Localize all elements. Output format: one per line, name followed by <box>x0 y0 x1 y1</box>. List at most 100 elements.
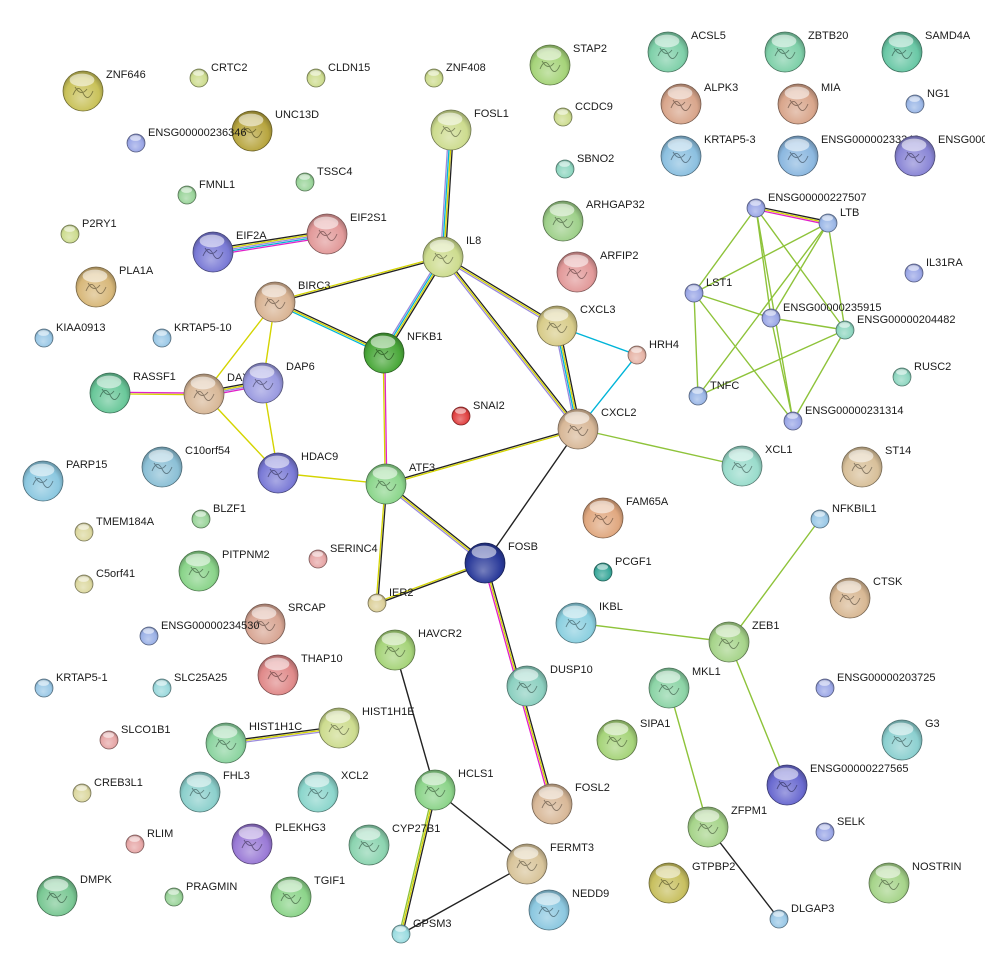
node-birc3[interactable]: BIRC3 <box>254 280 330 323</box>
node-slc25a25[interactable]: SLC25A25 <box>152 672 227 698</box>
node-sbno2[interactable]: SBNO2 <box>555 153 614 179</box>
node-ensg0000[interactable]: ENSG0000 <box>894 134 985 177</box>
node-gpsm3[interactable]: GPSM3 <box>391 918 452 944</box>
node-arfip2[interactable]: ARFIP2 <box>556 250 639 293</box>
node-tmem184a[interactable]: TMEM184A <box>74 516 155 542</box>
node-xcl2[interactable]: XCL2 <box>297 770 369 813</box>
node-kiaa0913[interactable]: KIAA0913 <box>34 322 106 348</box>
node-atf3[interactable]: ATF3 <box>365 462 435 505</box>
node-ng1[interactable]: NG1 <box>905 88 950 114</box>
node-cldn15[interactable]: CLDN15 <box>306 62 370 88</box>
node-il8[interactable]: IL8 <box>422 235 481 278</box>
node-tssc4[interactable]: TSSC4 <box>295 166 352 192</box>
node-ensg00000227565[interactable]: ENSG00000227565 <box>766 763 908 806</box>
node-sipa1[interactable]: SIPA1 <box>596 718 670 761</box>
node-nfkb1[interactable]: NFKB1 <box>363 331 442 374</box>
node-mia[interactable]: MIA <box>777 82 841 125</box>
node-nfkbil1[interactable]: NFKBIL1 <box>810 503 877 529</box>
node-c5orf41[interactable]: C5orf41 <box>74 568 135 594</box>
node-pla1a[interactable]: PLA1A <box>75 265 154 308</box>
node-znf646[interactable]: ZNF646 <box>62 69 146 112</box>
node-krtap5-1[interactable]: KRTAP5-1 <box>34 672 108 698</box>
node-cxcl2[interactable]: CXCL2 <box>557 407 636 450</box>
node-ensg00000231314[interactable]: ENSG00000231314 <box>783 405 903 431</box>
node-selk[interactable]: SELK <box>815 816 866 842</box>
node-pragmin[interactable]: PRAGMIN <box>164 881 237 907</box>
node-eif2a[interactable]: EIF2A <box>192 230 267 273</box>
node-snai2[interactable]: SNAI2 <box>451 400 505 426</box>
node-ensg00000203725[interactable]: ENSG00000203725 <box>815 672 935 698</box>
node-ensg00000234530[interactable]: ENSG00000234530 <box>139 620 259 646</box>
node-tgif1[interactable]: TGIF1 <box>270 875 345 918</box>
node-creb3l1[interactable]: CREB3L1 <box>72 777 143 803</box>
node-lst1[interactable]: LST1 <box>684 277 732 303</box>
node-hdac9[interactable]: HDAC9 <box>257 451 338 494</box>
node-plekhg3[interactable]: PLEKHG3 <box>231 822 326 865</box>
node-blzf1[interactable]: BLZF1 <box>191 503 246 529</box>
node-unc13d[interactable]: UNC13D <box>231 109 319 152</box>
node-srcap[interactable]: SRCAP <box>244 602 326 645</box>
node-zeb1[interactable]: ZEB1 <box>708 620 780 663</box>
node-hist1h1e[interactable]: HIST1H1E <box>318 706 415 749</box>
node-g3[interactable]: G3 <box>881 718 940 761</box>
node-il31ra[interactable]: IL31RA <box>904 257 963 283</box>
node-alpk3[interactable]: ALPK3 <box>660 82 738 125</box>
node-xcl1[interactable]: XCL1 <box>721 444 793 487</box>
node-ctsk[interactable]: CTSK <box>829 576 903 619</box>
node-dmpk[interactable]: DMPK <box>36 874 112 917</box>
node-serinc4[interactable]: SERINC4 <box>308 543 378 569</box>
node-ensg00000204482[interactable]: ENSG00000204482 <box>835 314 955 340</box>
node-krtap5-3[interactable]: KRTAP5-3 <box>660 134 756 177</box>
node-ltb[interactable]: LTB <box>818 207 859 233</box>
node-thap10[interactable]: THAP10 <box>257 653 343 696</box>
node-ensg00000233348[interactable]: ENSG00000233348 <box>777 134 919 177</box>
node-cyp27b1[interactable]: CYP27B1 <box>348 823 440 866</box>
node-pitpnm2[interactable]: PITPNM2 <box>178 549 270 592</box>
node-eif2s1[interactable]: EIF2S1 <box>306 212 387 255</box>
node-rassf1[interactable]: RASSF1 <box>89 371 176 414</box>
node-hist1h1c[interactable]: HIST1H1C <box>205 721 302 764</box>
node-pcgf1[interactable]: PCGF1 <box>593 556 652 582</box>
node-dusp10[interactable]: DUSP10 <box>506 664 593 707</box>
node-ier2[interactable]: IER2 <box>367 587 413 613</box>
node-zbtb20[interactable]: ZBTB20 <box>764 30 848 73</box>
node-p2ry1[interactable]: P2RY1 <box>60 218 117 244</box>
node-ensg00000227507[interactable]: ENSG00000227507 <box>746 192 866 218</box>
node-samd4a[interactable]: SAMD4A <box>881 30 971 73</box>
node-parp15[interactable]: PARP15 <box>22 459 107 502</box>
node-tnfc[interactable]: TNFC <box>688 380 739 406</box>
node-znf408[interactable]: ZNF408 <box>424 62 486 88</box>
node-fosb[interactable]: FOSB <box>464 541 538 584</box>
node-zfpm1[interactable]: ZFPM1 <box>687 805 767 848</box>
node-cxcl3[interactable]: CXCL3 <box>536 304 615 347</box>
node-ccdc9[interactable]: CCDC9 <box>553 101 613 127</box>
node-fhl3[interactable]: FHL3 <box>179 770 250 813</box>
node-acsl5[interactable]: ACSL5 <box>647 30 726 73</box>
node-krtap5-10[interactable]: KRTAP5-10 <box>152 322 232 348</box>
node-ensg00000236346[interactable]: ENSG00000236346 <box>126 127 246 153</box>
node-stap2[interactable]: STAP2 <box>529 43 607 86</box>
node-rlim[interactable]: RLIM <box>125 828 173 854</box>
node-rusc2[interactable]: RUSC2 <box>892 361 951 387</box>
node-crtc2[interactable]: CRTC2 <box>189 62 247 88</box>
node-ikbl[interactable]: IKBL <box>555 601 623 644</box>
node-gtpbp2[interactable]: GTPBP2 <box>648 861 735 904</box>
node-arhgap32[interactable]: ARHGAP32 <box>542 199 645 242</box>
node-fermt3[interactable]: FERMT3 <box>506 842 594 885</box>
node-fosl2[interactable]: FOSL2 <box>531 782 610 825</box>
node-fosl1[interactable]: FOSL1 <box>430 108 509 151</box>
node-mkl1[interactable]: MKL1 <box>648 666 721 709</box>
node-havcr2[interactable]: HAVCR2 <box>374 628 462 671</box>
node-nostrin[interactable]: NOSTRIN <box>868 861 962 904</box>
node-slco1b1[interactable]: SLCO1B1 <box>99 724 171 750</box>
node-hcls1[interactable]: HCLS1 <box>414 768 493 811</box>
node-dlgap3[interactable]: DLGAP3 <box>769 903 834 929</box>
node-fam65a[interactable]: FAM65A <box>582 496 669 539</box>
node-hrh4[interactable]: HRH4 <box>627 339 679 365</box>
node-c10orf54[interactable]: C10orf54 <box>141 445 230 488</box>
node-dap6[interactable]: DAP6 <box>242 361 315 404</box>
node-nedd9[interactable]: NEDD9 <box>528 888 609 931</box>
node-ensg00000235915[interactable]: ENSG00000235915 <box>761 302 881 328</box>
node-fmnl1[interactable]: FMNL1 <box>177 179 235 205</box>
node-st14[interactable]: ST14 <box>841 445 911 488</box>
